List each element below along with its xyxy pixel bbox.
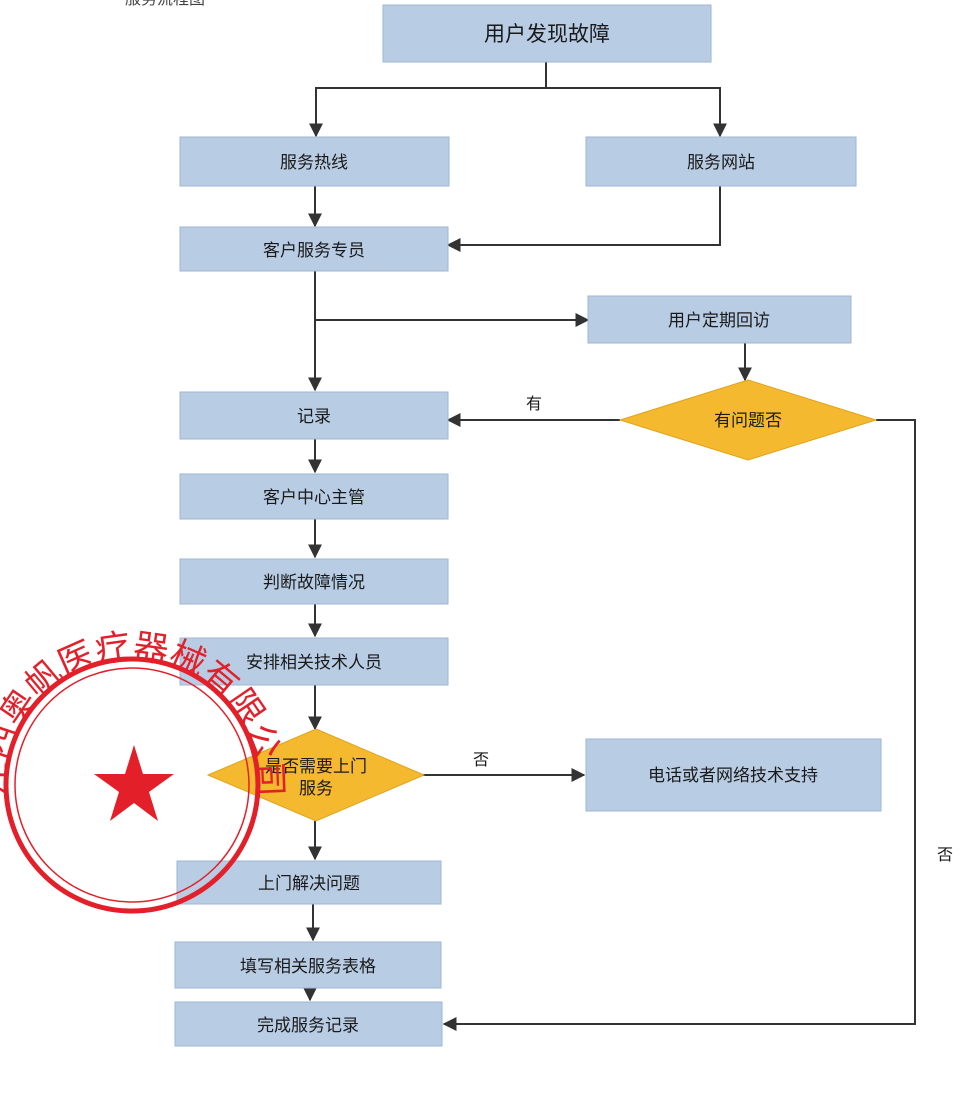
svg-text:用户发现故障: 用户发现故障 [484,22,610,46]
decision-any-problem: 有问题否 [618,379,878,461]
svg-text:安排相关技术人员: 安排相关技术人员 [246,653,382,673]
svg-text:上门解决问题: 上门解决问题 [258,874,360,894]
node-service-website: 服务网站 [585,136,857,187]
svg-text:客户服务专员: 客户服务专员 [263,241,365,261]
connectors [303,62,916,1031]
node-arrange-technicians: 安排相关技术人员 [179,637,449,686]
node-user-finds-fault: 用户发现故障 [382,4,712,63]
node-fill-forms: 填写相关服务表格 [174,941,442,989]
svg-text:服务热线: 服务热线 [280,153,348,173]
svg-text:服务网站: 服务网站 [687,153,755,173]
svg-text:电话或者网络技术支持: 电话或者网络技术支持 [648,766,818,786]
node-service-hotline: 服务热线 [179,136,450,187]
node-regular-followup: 用户定期回访 [587,295,852,344]
svg-text:判断故障情况: 判断故障情况 [263,573,365,593]
svg-text:客户中心主管: 客户中心主管 [263,488,365,508]
svg-text:完成服务记录: 完成服务记录 [257,1016,359,1036]
label-onsite-no: 否 [473,750,489,769]
node-complete-record: 完成服务记录 [174,1001,443,1047]
node-customer-service-specialist: 客户服务专员 [179,226,449,272]
svg-text:服务: 服务 [299,779,333,799]
node-judge-fault: 判断故障情况 [179,558,449,605]
connector-website-specialist [446,186,721,252]
node-phone-or-network-support: 电话或者网络技术支持 [585,738,882,812]
connector-start-split [309,62,547,138]
connector-decision-no-complete [442,419,916,1031]
node-customer-center-manager: 客户中心主管 [179,473,449,520]
star-icon [94,745,174,821]
label-has-problem-no: 否 [937,845,953,864]
decision-need-onsite-service: 是否需要上门 服务 [206,728,426,822]
svg-text:记录: 记录 [297,407,331,427]
connector-start-website [546,87,727,138]
svg-text:有问题否: 有问题否 [714,411,782,431]
node-record: 记录 [179,391,449,440]
svg-text:用户定期回访: 用户定期回访 [668,311,770,331]
svg-text:是否需要上门: 是否需要上门 [265,757,367,777]
label-has-problem-yes: 有 [526,394,542,413]
svg-text:填写相关服务表格: 填写相关服务表格 [240,957,376,977]
node-onsite-solve: 上门解决问题 [176,860,442,905]
header-partial-text: 服务流程图 [125,0,205,8]
